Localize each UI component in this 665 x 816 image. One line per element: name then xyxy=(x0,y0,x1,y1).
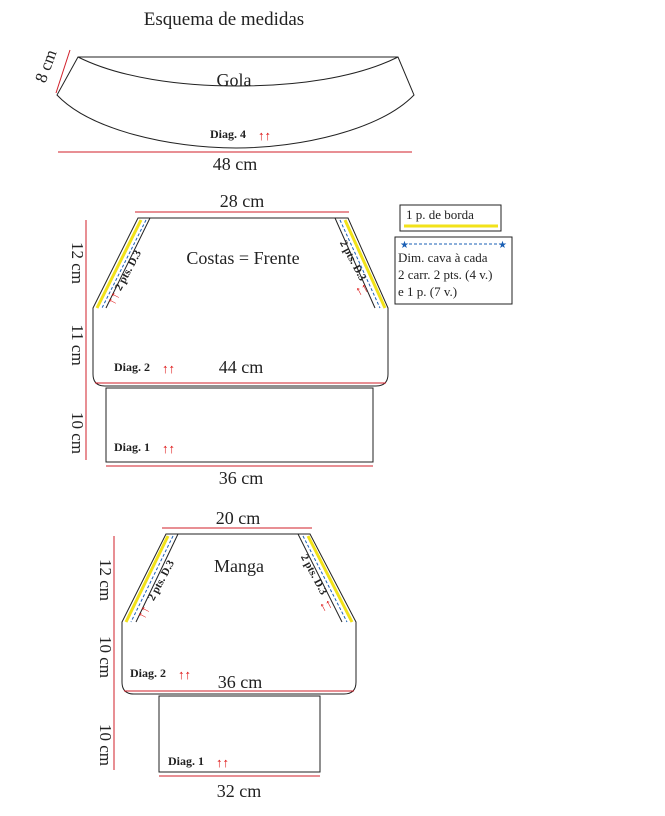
manga-h-bottom-label: 10 cm xyxy=(96,724,115,766)
gola-outline xyxy=(56,56,415,149)
costas-left-strip-arrows: ↑↑ xyxy=(103,289,122,308)
manga-left-decrease-stripe xyxy=(130,535,174,623)
costas-label: Costas = Frente xyxy=(186,248,299,268)
costas-diag2-arrows: ↑↑ xyxy=(162,361,175,376)
costas-mid-width-label: 44 cm xyxy=(219,357,264,377)
manga-diag2-label: Diag. 2 xyxy=(130,666,166,680)
manga-diag1-label: Diag. 1 xyxy=(168,754,204,768)
gola-label: Gola xyxy=(217,70,252,90)
manga-top-width-label: 20 cm xyxy=(216,508,261,528)
manga-right-strip-label: 2 pts. D.3 xyxy=(298,552,329,597)
manga-diag2-arrows: ↑↑ xyxy=(178,667,191,682)
costas-rib-outline xyxy=(105,387,374,463)
manga-right-strip-inner xyxy=(297,533,343,623)
gola-height-line xyxy=(55,49,71,94)
legend-decrease-line1: Dim. cava à cada xyxy=(398,250,488,265)
costas-diag1-arrows: ↑↑ xyxy=(162,441,175,456)
gola-piece: Gola Diag. 4 ↑↑ 48 cm 8 cm xyxy=(31,47,415,174)
manga-piece: 20 cm 2 pts. D.3 ↑↑ 2 pts. D.3 ↑↑ Manga … xyxy=(96,508,357,801)
manga-right-border-stripe xyxy=(306,535,354,623)
legend-star-left-icon: ★ xyxy=(400,240,409,251)
manga-left-strip-inner xyxy=(135,533,179,623)
gola-diag-label: Diag. 4 xyxy=(210,127,246,141)
costas-bottom-width-label: 36 cm xyxy=(219,468,264,488)
gola-width-label: 48 cm xyxy=(213,154,258,174)
costas-right-decrease-stripe xyxy=(339,219,381,309)
legend-decrease-box xyxy=(394,236,513,305)
costas-right-border-stripe xyxy=(343,219,387,309)
costas-piece: 28 cm 2 pts. D.3 ↑↑ 2 pts. D.3 ↑↑ Costas… xyxy=(68,191,389,488)
costas-right-strip-arrows: ↑↑ xyxy=(352,279,371,298)
costas-h-mid-label: 11 cm xyxy=(68,324,87,365)
manga-diag1-arrows: ↑↑ xyxy=(216,755,229,770)
manga-left-strip-arrows: ↑↑ xyxy=(133,603,152,622)
legend-decrease-line3: e 1 p. (7 v.) xyxy=(398,284,457,299)
costas-diag2-label: Diag. 2 xyxy=(114,360,150,374)
costas-h-bottom-label: 10 cm xyxy=(68,412,87,454)
costas-upper-outline xyxy=(92,217,389,387)
manga-right-strip-arrows: ↑↑ xyxy=(316,595,335,614)
manga-right-decrease-stripe xyxy=(302,535,348,623)
manga-h-mid-label: 10 cm xyxy=(96,636,115,678)
legend-decrease-line2: 2 carr. 2 pts. (4 v.) xyxy=(398,267,492,282)
legend-star-right-icon: ★ xyxy=(498,240,507,251)
costas-h-top-label: 12 cm xyxy=(68,242,87,284)
costas-diag1-label: Diag. 1 xyxy=(114,440,150,454)
manga-mid-width-label: 36 cm xyxy=(218,672,263,692)
costas-left-strip-inner xyxy=(105,217,151,309)
costas-right-strip-inner xyxy=(334,217,376,309)
manga-upper-outline xyxy=(121,533,357,695)
manga-rib-outline xyxy=(158,695,321,773)
costas-left-decrease-stripe xyxy=(101,219,147,309)
costas-left-border-stripe xyxy=(95,219,143,309)
gola-inner-curve xyxy=(77,56,399,87)
manga-bottom-width-label: 32 cm xyxy=(217,781,262,801)
manga-left-border-stripe xyxy=(124,535,170,623)
gola-arrows: ↑↑ xyxy=(258,128,271,143)
manga-label: Manga xyxy=(214,556,264,576)
diagram-title: Esquema de medidas xyxy=(144,9,304,30)
costas-top-width-label: 28 cm xyxy=(220,191,265,211)
gola-height-label: 8 cm xyxy=(31,47,60,85)
manga-h-top-label: 12 cm xyxy=(96,559,115,601)
legend-border-text: 1 p. de borda xyxy=(406,207,474,222)
legend: 1 p. de borda ★ ★ Dim. cava à cada 2 car… xyxy=(394,204,513,305)
